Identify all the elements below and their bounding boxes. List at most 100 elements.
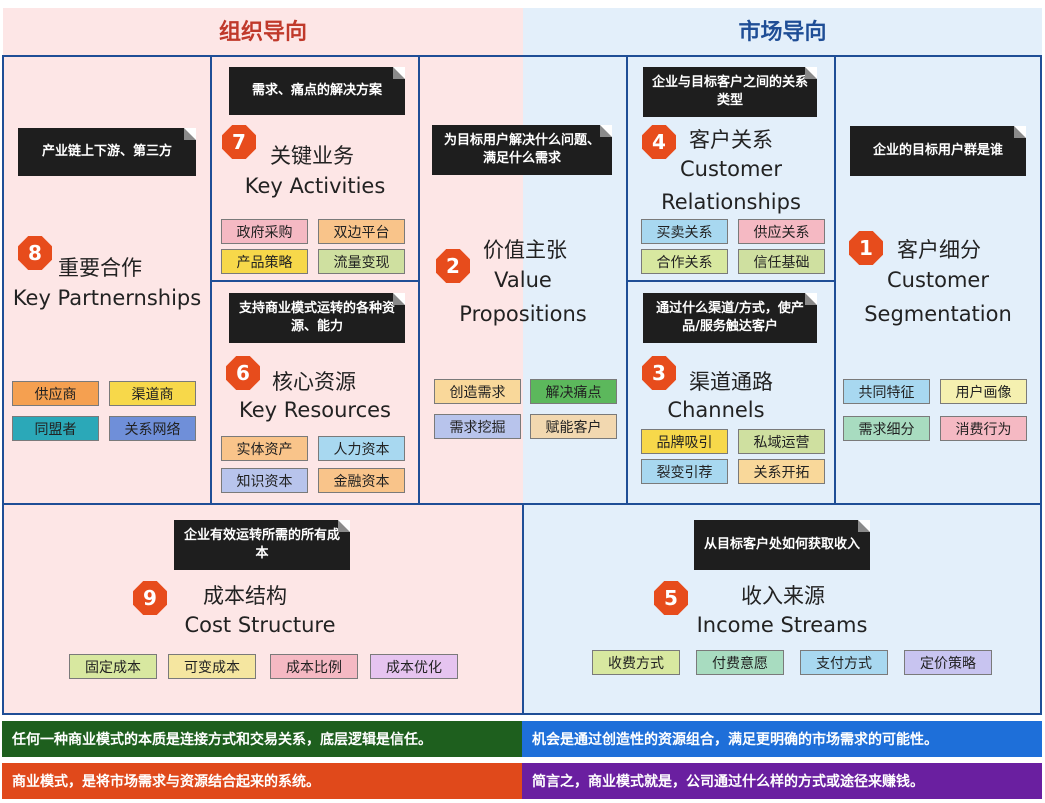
channels-callout-text: 通过什么渠道/方式，使产品/服务触达客户 — [656, 301, 804, 334]
tag-financial-capital: 金融资本 — [318, 468, 405, 493]
customer-segments-english-2: Segmentation — [864, 302, 1012, 326]
tag-common-characteristics: 共同特征 — [843, 379, 930, 404]
tag-cost-optimization: 成本优化 — [370, 654, 458, 679]
tag-consumer-behavior: 消费行为 — [940, 416, 1027, 441]
key-activities-english: Key Activities — [244, 174, 386, 198]
value-propositions-callout-text: 为目标用户解决什么问题、满足什么需求 — [443, 133, 600, 166]
number-6-badge: 6 — [226, 356, 260, 390]
channels-english: Channels — [667, 398, 765, 422]
key-partners-callout-text: 产业链上下游、第三方 — [41, 144, 172, 159]
tag-create-demand: 创造需求 — [434, 379, 521, 404]
tag-variable-cost: 可变成本 — [168, 654, 256, 679]
tag-willingness-to-pay: 付费意愿 — [696, 650, 784, 675]
channels-callout: 通过什么渠道/方式，使产品/服务触达客户 — [643, 293, 817, 343]
number-1-badge: 1 — [849, 231, 883, 265]
customer-relationships-title: 客户关系 — [689, 128, 773, 152]
tag-empower-customers: 赋能客户 — [530, 414, 617, 439]
revenue-streams-english: Income Streams — [696, 613, 868, 637]
tag-solve-pain-points: 解决痛点 — [530, 379, 617, 404]
key-resources-callout-text: 支持商业模式运转的各种资源、能力 — [238, 301, 395, 334]
tag-cost-ratio: 成本比例 — [270, 654, 358, 679]
page-fold-icon — [600, 125, 612, 137]
value-propositions-english-1: Value — [494, 268, 552, 292]
cost-structure-title: 成本结构 — [203, 584, 287, 608]
tag-ally: 同盟者 — [12, 416, 99, 441]
cost-structure-callout-text: 企业有效运转所需的所有成本 — [183, 528, 340, 561]
revenue-streams-callout: 从目标客户处如何获取收入 — [694, 520, 870, 570]
revenue-streams-title: 收入来源 — [741, 584, 825, 608]
value-propositions-english-2: Propositions — [459, 302, 587, 326]
cost-structure-callout: 企业有效运转所需的所有成本 — [174, 520, 350, 570]
tag-trust-foundation: 信任基础 — [738, 249, 825, 274]
number-4-badge: 4 — [642, 125, 676, 159]
page-fold-icon — [805, 293, 817, 305]
customer-relationships-english-1: Customer — [679, 157, 782, 181]
key-partners-english: Key Partnernships — [12, 286, 202, 310]
tag-supplier: 供应商 — [12, 381, 99, 406]
tag-physical-assets: 实体资产 — [221, 436, 308, 461]
page-fold-icon — [393, 67, 405, 79]
tag-human-capital: 人力资本 — [318, 436, 405, 461]
tag-product-strategy: 产品策略 — [221, 249, 308, 274]
revenue-streams-block — [522, 503, 1042, 715]
key-partners-callout: 产业链上下游、第三方 — [18, 128, 196, 176]
page-fold-icon — [858, 520, 870, 532]
tag-channel-dealer: 渠道商 — [109, 381, 196, 406]
number-7-badge: 7 — [222, 125, 256, 159]
key-resources-english: Key Resources — [239, 398, 391, 422]
page-fold-icon — [184, 128, 196, 140]
tag-supply-relationship: 供应关系 — [738, 219, 825, 244]
customer-segments-english-1: Customer — [886, 268, 989, 292]
cost-structure-english: Cost Structure — [184, 613, 336, 637]
tag-knowledge-capital: 知识资本 — [221, 468, 308, 493]
tag-demand-segmentation: 需求细分 — [843, 416, 930, 441]
tag-traffic-monetization: 流量变现 — [318, 249, 405, 274]
page-fold-icon — [805, 67, 817, 79]
key-activities-title: 关键业务 — [270, 144, 354, 168]
value-propositions-callout: 为目标用户解决什么问题、满足什么需求 — [432, 125, 612, 175]
banner-how-company-makes-money: 简言之，商业模式就是，公司通过什么样的方式或途径来赚钱。 — [522, 763, 1042, 799]
tag-buy-sell-relationship: 买卖关系 — [641, 219, 728, 244]
number-8-badge: 8 — [18, 236, 52, 270]
market-oriented-header: 市场导向 — [738, 20, 827, 45]
key-resources-title: 核心资源 — [272, 370, 356, 394]
key-partners-title: 重要合作 — [58, 256, 142, 280]
number-3-badge: 3 — [642, 356, 676, 390]
tag-brand-attraction: 品牌吸引 — [641, 429, 728, 454]
number-2-badge: 2 — [436, 249, 470, 283]
number-9-badge: 9 — [133, 581, 167, 615]
tag-fission-referral: 裂变引荐 — [641, 459, 728, 484]
page-fold-icon — [393, 293, 405, 305]
tag-charging-method: 收费方式 — [592, 650, 680, 675]
customer-segments-callout: 企业的目标用户群是谁 — [850, 126, 1026, 176]
customer-segments-callout-text: 企业的目标用户群是谁 — [872, 143, 1003, 158]
customer-relationships-callout-text: 企业与目标客户之间的关系类型 — [651, 75, 808, 108]
tag-two-sided-platform: 双边平台 — [318, 219, 405, 244]
banner-essence-of-business-model: 任何一种商业模式的本质是连接方式和交易关系，底层逻辑是信任。 — [2, 721, 522, 757]
tag-relationship-network: 关系网络 — [109, 416, 196, 441]
tag-user-persona: 用户画像 — [940, 379, 1027, 404]
customer-relationships-callout: 企业与目标客户之间的关系类型 — [643, 67, 817, 117]
tag-government-procurement: 政府采购 — [221, 219, 308, 244]
tag-pricing-strategy: 定价策略 — [904, 650, 992, 675]
key-resources-callout: 支持商业模式运转的各种资源、能力 — [229, 293, 405, 343]
organization-oriented-header: 组织导向 — [218, 20, 307, 45]
tag-cooperation-relationship: 合作关系 — [641, 249, 728, 274]
tag-relationship-expansion: 关系开拓 — [738, 459, 825, 484]
customer-segments-title: 客户细分 — [897, 238, 981, 262]
revenue-streams-callout-text: 从目标客户处如何获取收入 — [703, 537, 860, 552]
channels-title: 渠道通路 — [689, 370, 773, 394]
value-propositions-title: 价值主张 — [483, 238, 567, 262]
page-fold-icon — [338, 520, 350, 532]
banner-business-model-system: 商业模式，是将市场需求与资源结合起来的系统。 — [2, 763, 522, 799]
number-5-badge: 5 — [654, 581, 688, 615]
tag-payment-method: 支付方式 — [800, 650, 888, 675]
key-activities-callout: 需求、痛点的解决方案 — [229, 67, 405, 115]
tag-demand-mining: 需求挖掘 — [434, 414, 521, 439]
banner-opportunity-definition: 机会是通过创造性的资源组合，满足更明确的市场需求的可能性。 — [522, 721, 1042, 757]
page-fold-icon — [1014, 126, 1026, 138]
key-activities-callout-text: 需求、痛点的解决方案 — [251, 83, 382, 98]
tag-private-domain-operation: 私域运营 — [738, 429, 825, 454]
customer-relationships-english-2: Relationships — [661, 190, 801, 214]
tag-fixed-cost: 固定成本 — [69, 654, 157, 679]
